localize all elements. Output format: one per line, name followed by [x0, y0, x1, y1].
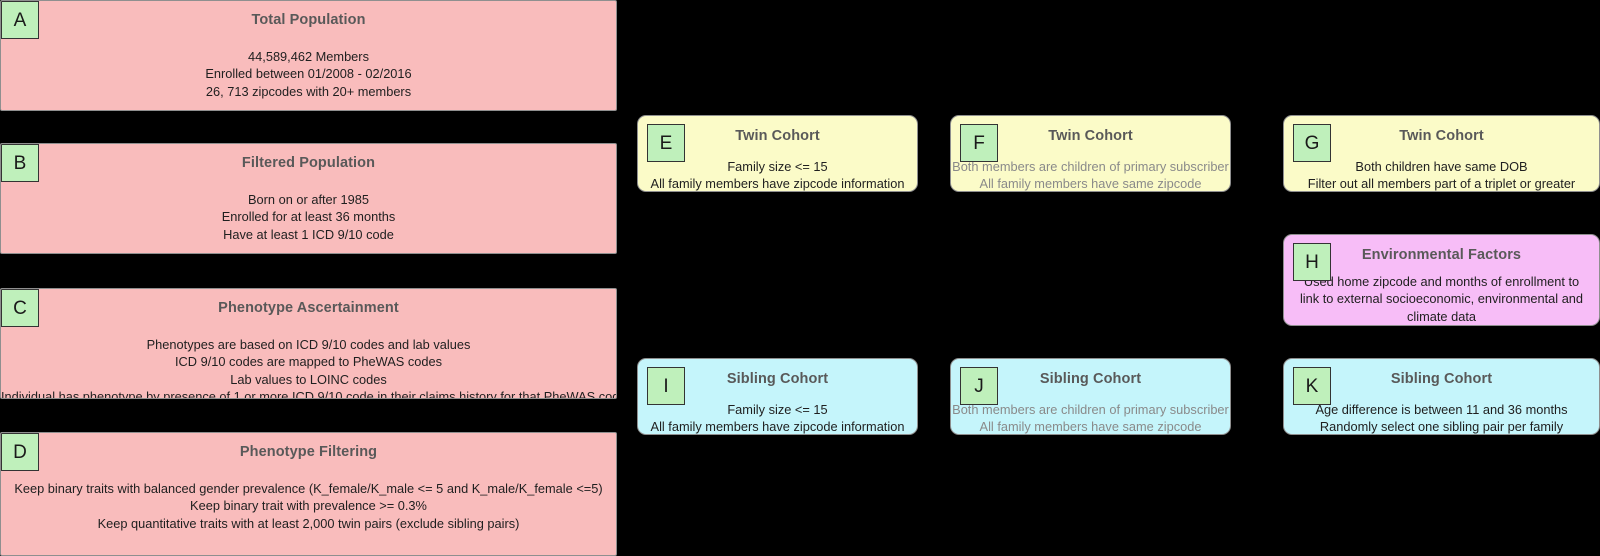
box-line: Born on or after 1985: [248, 191, 369, 207]
box-line: All family members have zipcode informat…: [650, 176, 905, 191]
box-line: 26, 713 zipcodes with 20+ members: [205, 83, 412, 99]
box-title-d: Phenotype Filtering: [239, 444, 378, 460]
box-line: Both children have same DOB: [1355, 158, 1528, 174]
box-line: Age difference is between 11 and 36 mont…: [1315, 401, 1568, 417]
box-title-k: Sibling Cohort: [1390, 371, 1493, 387]
box-body-a: 44,589,462 Members Enrolled between 01/2…: [1, 48, 616, 101]
flow-box-k[interactable]: K Sibling Cohort Age difference is betwe…: [1283, 358, 1600, 435]
box-body-i: Family size <= 15 All family members hav…: [638, 401, 917, 435]
box-line: All family members have same zipcode: [979, 176, 1202, 191]
box-title-e: Twin Cohort: [735, 128, 820, 144]
box-line: Both members are children of primary sub…: [952, 401, 1229, 417]
box-letter-badge-f: F: [960, 124, 998, 162]
box-letter-badge-h: H: [1293, 243, 1331, 281]
box-letter-badge-k: K: [1293, 367, 1331, 405]
box-letter-badge-a: A: [1, 1, 39, 39]
box-letter-badge-b: B: [1, 144, 39, 182]
box-line: 44,589,462 Members: [248, 48, 369, 64]
flow-box-j[interactable]: J Sibling Cohort Both members are childr…: [950, 358, 1231, 435]
box-line: Used home zipcode and months of enrollme…: [1299, 273, 1584, 324]
box-body-g: Both children have same DOB Filter out a…: [1284, 158, 1599, 192]
box-line: Both members are children of primary sub…: [952, 158, 1229, 174]
flow-box-c[interactable]: C Phenotype Ascertainment Phenotypes are…: [0, 288, 617, 399]
box-line: ICD 9/10 codes are mapped to PheWAS code…: [175, 354, 442, 369]
box-line: Enrolled for at least 36 months: [221, 209, 396, 224]
box-letter-badge-j: J: [960, 367, 998, 405]
box-body-e: Family size <= 15 All family members hav…: [638, 158, 917, 192]
box-line: Lab values to LOINC codes: [230, 371, 387, 387]
box-line: All family members have zipcode informat…: [650, 419, 905, 434]
flow-box-h[interactable]: H Environmental Factors Used home zipcod…: [1283, 234, 1600, 326]
box-title-j: Sibling Cohort: [1039, 371, 1142, 387]
box-letter-badge-d: D: [1, 433, 39, 471]
flow-box-b[interactable]: B Filtered Population Born on or after 1…: [0, 143, 617, 254]
box-title-f: Twin Cohort: [1048, 128, 1133, 144]
box-title-i: Sibling Cohort: [726, 371, 829, 387]
flow-box-f[interactable]: F Twin Cohort Both members are children …: [950, 115, 1231, 192]
flow-box-i[interactable]: I Sibling Cohort Family size <= 15 All f…: [637, 358, 918, 435]
box-line: Family size <= 15: [727, 158, 828, 174]
box-line: Family size <= 15: [727, 401, 828, 417]
flow-box-d[interactable]: D Phenotype Filtering Keep binary traits…: [0, 432, 617, 556]
box-body-h: Used home zipcode and months of enrollme…: [1284, 273, 1599, 326]
box-body-d: Keep binary traits with balanced gender …: [1, 480, 616, 533]
box-body-c: Phenotypes are based on ICD 9/10 codes a…: [1, 336, 617, 399]
box-line: Keep binary traits with balanced gender …: [14, 480, 603, 496]
box-body-f: Both members are children of primary sub…: [951, 158, 1230, 192]
box-title-a: Total Population: [251, 12, 366, 28]
box-letter-badge-i: I: [647, 367, 685, 405]
box-line: Keep quantitative traits with at least 2…: [97, 515, 520, 531]
flow-box-g[interactable]: G Twin Cohort Both children have same DO…: [1283, 115, 1600, 192]
box-body-b: Born on or after 1985 Enrolled for at le…: [1, 191, 616, 244]
box-line: Filter out all members part of a triplet…: [1307, 176, 1576, 191]
box-line: Keep binary trait with prevalence >= 0.3…: [190, 498, 427, 513]
flow-box-a[interactable]: A Total Population 44,589,462 Members En…: [0, 0, 617, 111]
box-line: Individual has phenotype by presence of …: [1, 389, 617, 399]
box-line: Have at least 1 ICD 9/10 code: [223, 226, 394, 242]
flow-box-e[interactable]: E Twin Cohort Family size <= 15 All fami…: [637, 115, 918, 192]
box-line: Phenotypes are based on ICD 9/10 codes a…: [146, 336, 471, 352]
box-title-h: Environmental Factors: [1361, 247, 1522, 263]
box-body-k: Age difference is between 11 and 36 mont…: [1284, 401, 1599, 435]
box-letter-badge-c: C: [1, 289, 39, 327]
box-line: All family members have same zipcode: [979, 419, 1202, 434]
box-title-b: Filtered Population: [241, 155, 376, 171]
box-title-c: Phenotype Ascertainment: [218, 300, 399, 316]
box-line: Enrolled between 01/2008 - 02/2016: [205, 66, 412, 81]
box-letter-badge-e: E: [647, 124, 685, 162]
box-line: Randomly select one sibling pair per fam…: [1319, 419, 1564, 434]
box-title-g: Twin Cohort: [1399, 128, 1484, 144]
box-letter-badge-g: G: [1293, 124, 1331, 162]
box-body-j: Both members are children of primary sub…: [951, 401, 1230, 435]
